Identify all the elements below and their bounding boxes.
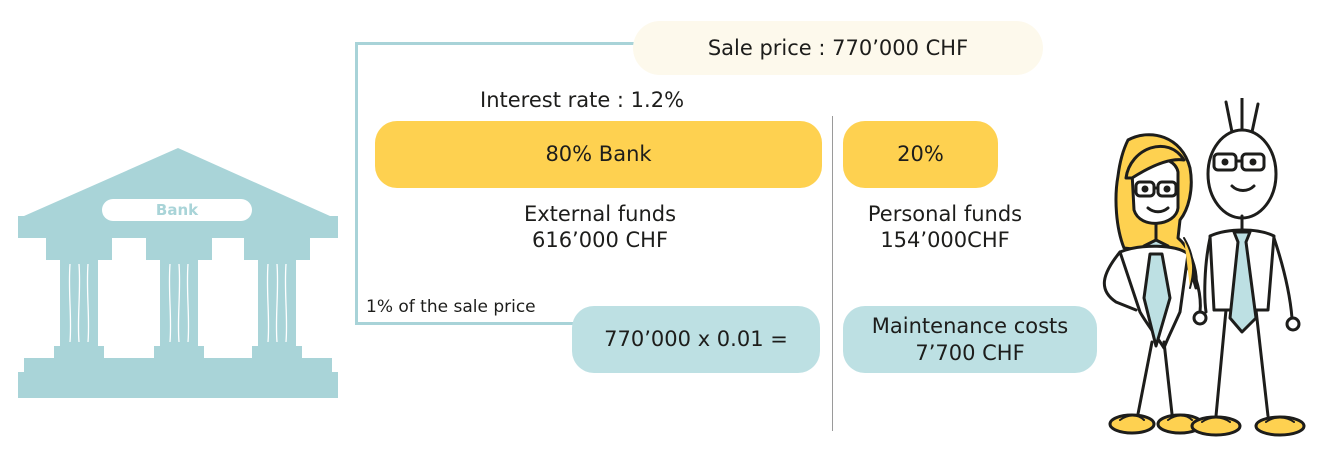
maintenance-note-label: 1% of the sale price — [366, 297, 536, 317]
sale-price-label: Sale price : 770’000 CHF — [707, 35, 969, 60]
maintenance-costs-pill: Maintenance costs 7’700 CHF — [843, 306, 1097, 373]
bracket-top — [355, 42, 637, 45]
personal-funds-title: Personal funds — [867, 202, 1023, 226]
personal-funds-amount: 154’000CHF — [880, 228, 1010, 253]
maintenance-costs-amount: 7’700 CHF — [915, 340, 1025, 365]
bank-building-icon — [18, 148, 338, 398]
external-funds-block: External funds 616’000 CHF — [470, 201, 730, 254]
external-funds-title: External funds — [523, 202, 677, 226]
bank-share-pill: 80% Bank — [375, 121, 822, 188]
couple-illustration-icon — [1102, 98, 1306, 437]
external-funds-amount: 616’000 CHF — [531, 228, 669, 253]
maintenance-calc-pill: 770’000 x 0.01 = — [572, 306, 820, 373]
maintenance-costs-title: Maintenance costs — [871, 314, 1069, 339]
personal-share-pill: 20% — [843, 121, 998, 188]
sale-price-pill: Sale price : 770’000 CHF — [633, 21, 1043, 75]
vertical-divider — [832, 116, 833, 431]
bracket-left — [355, 42, 358, 325]
bracket-bottom — [355, 322, 573, 325]
personal-share-label: 20% — [897, 142, 944, 167]
maintenance-calc-label: 770’000 x 0.01 = — [604, 327, 788, 352]
bank-share-label: 80% Bank — [545, 142, 652, 167]
interest-rate-label: Interest rate : 1.2% — [480, 88, 685, 112]
bank-sign-label: Bank — [155, 201, 199, 219]
personal-funds-block: Personal funds 154’000CHF — [830, 201, 1060, 254]
